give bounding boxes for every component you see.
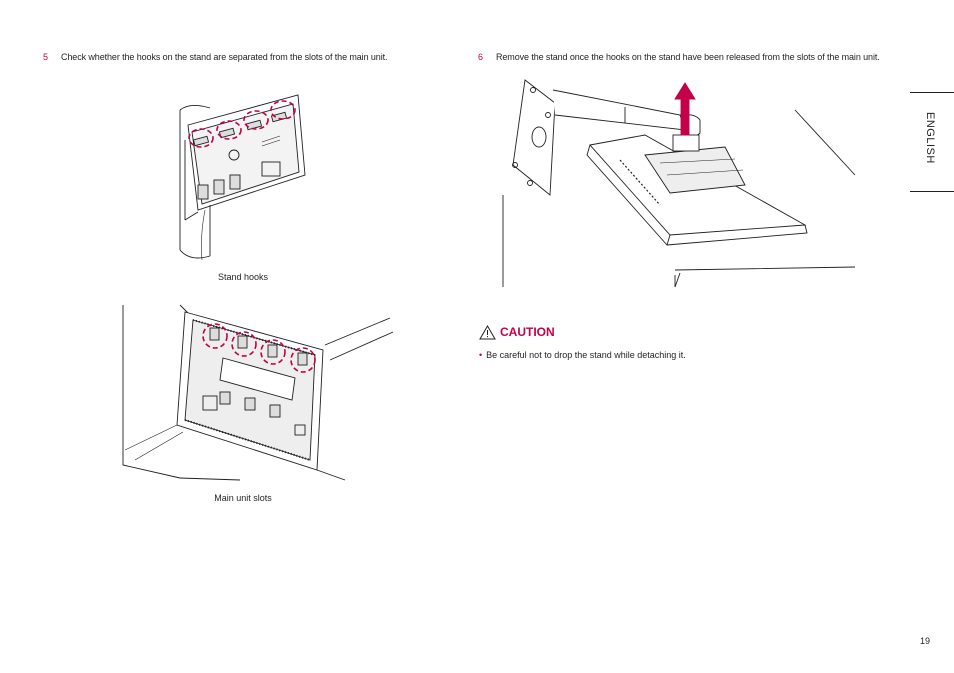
stand-removal-illustration — [502, 79, 856, 288]
step-6-number: 6 — [478, 52, 483, 62]
caution-heading: CAUTION — [479, 323, 555, 341]
step-5-number: 5 — [43, 52, 48, 62]
page-number: 19 — [920, 636, 931, 646]
step-5-text: Check whether the hooks on the stand are… — [61, 52, 388, 62]
warning-triangle-icon — [479, 324, 496, 339]
language-tab — [910, 92, 954, 192]
step-6-text: Remove the stand once the hooks on the s… — [496, 52, 880, 62]
caution-item: •Be careful not to drop the stand while … — [479, 349, 686, 361]
caution-item-text: Be careful not to drop the stand while d… — [486, 350, 686, 360]
stand-hooks-caption: Stand hooks — [217, 272, 269, 282]
main-unit-slots-illustration — [122, 304, 394, 481]
caution-label: CAUTION — [500, 325, 555, 339]
bullet-dot: • — [479, 350, 483, 360]
main-unit-slots-caption: Main unit slots — [214, 493, 272, 503]
step-6: 6 Remove the stand once the hooks on the … — [478, 51, 880, 63]
arrow-up-icon — [674, 82, 696, 136]
stand-hooks-illustration — [179, 94, 306, 261]
step-5: 5 Check whether the hooks on the stand ar… — [43, 51, 388, 63]
language-label: ENGLISH — [924, 112, 936, 164]
